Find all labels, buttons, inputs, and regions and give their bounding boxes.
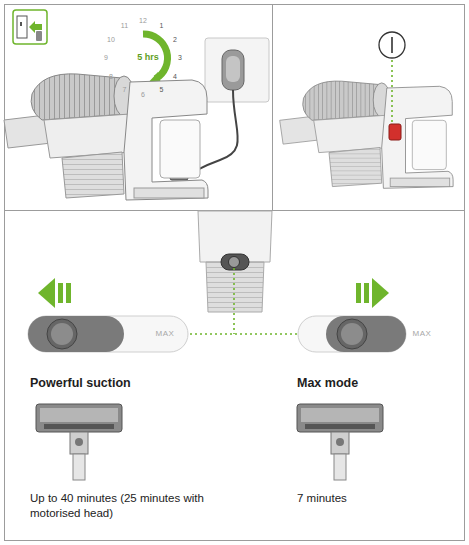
clock-number: 12 — [139, 16, 147, 25]
clock-number: 8 — [109, 72, 113, 81]
clock-number: 2 — [173, 35, 177, 44]
vacuum — [280, 81, 453, 188]
charge-icon — [13, 10, 47, 44]
runtime-note: 7 minutes — [297, 491, 347, 506]
mode-title: Powerful suction — [30, 375, 131, 391]
mode-mark: MAX — [156, 329, 175, 339]
divider — [272, 5, 273, 211]
clock-number: 7 — [123, 85, 127, 94]
direction-arrow — [38, 278, 389, 308]
clock-number: 11 — [121, 21, 128, 30]
trigger — [389, 124, 401, 140]
clock-number: 4 — [173, 72, 177, 81]
clock-number: 6 — [141, 90, 145, 99]
duration-label: 5 hrs — [137, 52, 159, 64]
power-symbol — [379, 32, 405, 122]
mode-mark: MAX — [413, 329, 432, 339]
clock-number: 9 — [104, 53, 108, 62]
switch-position — [28, 316, 406, 352]
frame — [5, 5, 465, 541]
mode-title: Max mode — [297, 375, 358, 391]
vacuum-body — [198, 211, 272, 312]
clock-number: 1 — [160, 21, 164, 30]
clock-number: 10 — [107, 35, 115, 44]
clock-number: 5 — [160, 85, 164, 94]
vacuum — [4, 74, 208, 200]
floor-tool — [36, 404, 122, 480]
runtime-note: Up to 40 minutes (25 minutes with motori… — [30, 491, 230, 521]
floor-tool — [297, 404, 383, 480]
clock-number: 3 — [178, 53, 182, 62]
